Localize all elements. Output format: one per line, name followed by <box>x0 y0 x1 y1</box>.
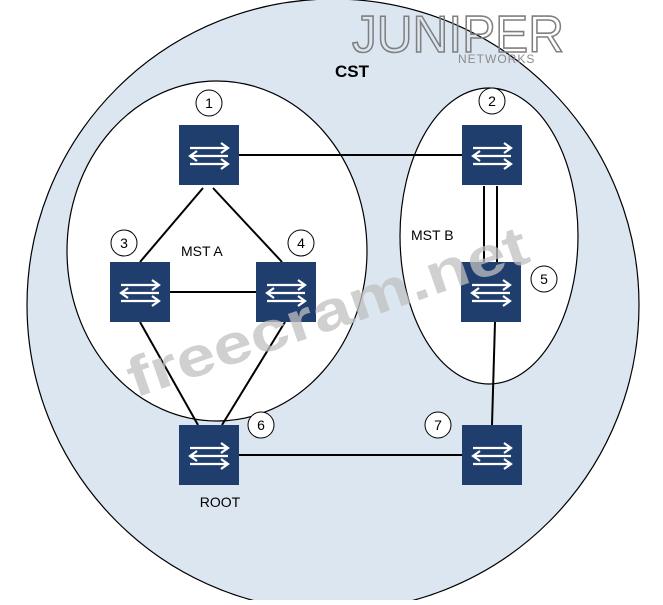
switch-icon <box>108 260 172 324</box>
switch-number: 2 <box>488 93 496 109</box>
switch-4: 4 <box>254 229 318 324</box>
switch-number: 1 <box>205 95 213 111</box>
juniper-logo: JUNIPER NETWORKS <box>351 5 565 66</box>
mst-a-region <box>66 80 368 422</box>
switch-2: 2 <box>460 87 524 187</box>
switch-icon <box>460 123 524 187</box>
logo-brand: JUNIPER <box>352 6 564 64</box>
mst-b-label: MST B <box>411 227 454 243</box>
link-1-3 <box>139 187 204 263</box>
switch-3: 3 <box>108 229 172 324</box>
switch-number-badge <box>478 87 506 115</box>
switch-number-badge <box>424 411 452 439</box>
switch-number-badge <box>247 411 275 439</box>
root-label: ROOT <box>200 494 241 510</box>
switch-6-root: 6 ROOT <box>177 411 275 510</box>
cst-label: CST <box>335 62 370 81</box>
link-5-7 <box>491 321 496 426</box>
switch-number: 3 <box>120 235 128 251</box>
switch-7: 7 <box>424 411 524 487</box>
switch-number: 5 <box>540 271 548 287</box>
mst-a-label: MST A <box>181 243 223 259</box>
link-4-6 <box>221 321 286 426</box>
switch-icon <box>460 423 524 487</box>
switch-number-badge <box>530 265 558 293</box>
switch-number-badge <box>287 229 315 257</box>
switch-number-badge <box>195 89 223 117</box>
switch-number: 4 <box>297 235 305 251</box>
logo-sub: NETWORKS <box>458 52 535 66</box>
switch-number: 7 <box>434 417 442 433</box>
switch-icon <box>177 123 241 187</box>
switch-number: 6 <box>257 417 265 433</box>
switch-icon <box>177 423 241 487</box>
switch-number-badge <box>110 229 138 257</box>
link-3-6 <box>139 321 199 426</box>
switch-1: 1 <box>177 89 241 187</box>
link-1-4 <box>212 187 283 263</box>
switch-5: 5 <box>459 260 558 324</box>
links <box>139 154 498 456</box>
